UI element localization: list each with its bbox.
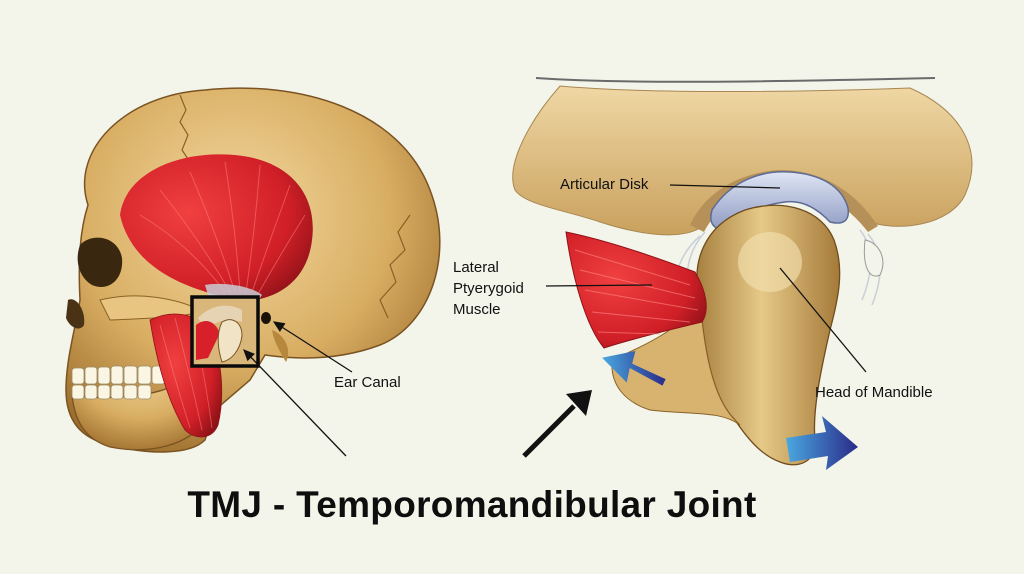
teeth bbox=[71, 365, 166, 400]
label-ear-canal: Ear Canal bbox=[334, 374, 401, 391]
cranial-suture-rear bbox=[379, 214, 411, 319]
label-lateral-pterygoid: Lateral Ptyerygoid Muscle bbox=[453, 257, 524, 320]
joint-detail-illustration bbox=[512, 77, 973, 466]
ear-canal-leader bbox=[272, 321, 353, 373]
inset-leader bbox=[243, 349, 347, 457]
temporalis-fibers bbox=[139, 161, 306, 295]
ear-canal-opening bbox=[261, 312, 271, 324]
skull-illustration bbox=[65, 87, 441, 453]
label-lateral-pterygoid-line3: Muscle bbox=[453, 301, 501, 318]
label-head-of-mandible: Head of Mandible bbox=[815, 384, 933, 401]
eye-socket bbox=[77, 237, 123, 287]
label-lateral-pterygoid-line2: Ptyerygoid bbox=[453, 280, 524, 297]
articular-disk-leader bbox=[669, 184, 781, 189]
temporalis-muscle bbox=[120, 154, 313, 300]
lateral-pterygoid-leader bbox=[545, 284, 653, 287]
cranial-suture bbox=[179, 94, 191, 163]
tmj-highlight-box bbox=[190, 295, 260, 368]
head-of-mandible-leader bbox=[779, 267, 867, 373]
label-articular-disk: Articular Disk bbox=[560, 176, 649, 193]
forward-motion-arrow bbox=[602, 351, 666, 386]
rotation-motion-arrow bbox=[786, 416, 858, 470]
lateral-pterygoid-muscle bbox=[565, 231, 707, 349]
nasal-cavity bbox=[66, 299, 85, 329]
pointer-arrow bbox=[522, 390, 592, 458]
label-lateral-pterygoid-line1: Lateral bbox=[453, 259, 499, 276]
diagram-title: TMJ - Temporomandibular Joint bbox=[187, 484, 757, 525]
